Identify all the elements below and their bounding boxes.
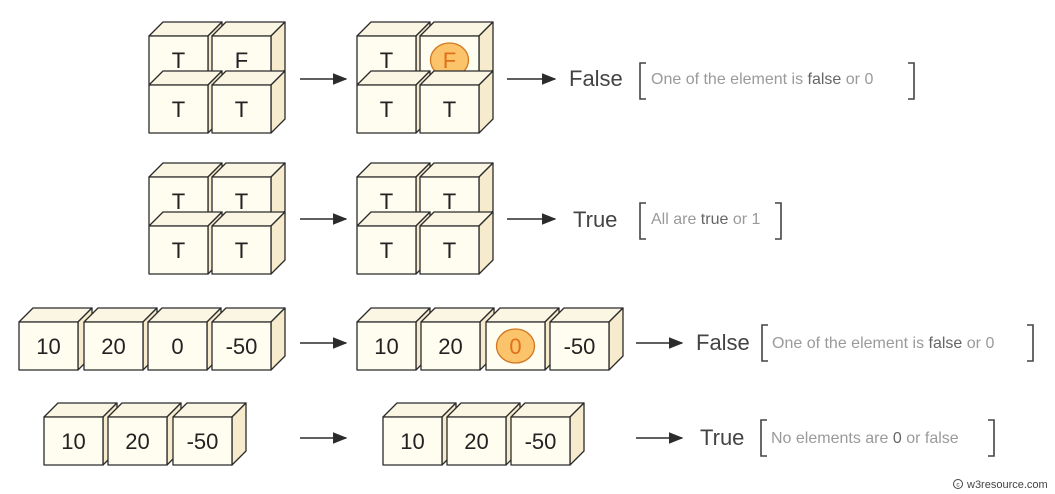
cube-label: -50 (187, 429, 219, 454)
cube: -50 (172, 402, 247, 466)
note-text: No elements are 0 or false (771, 430, 959, 447)
note-bracket-left (760, 419, 767, 457)
cube-label: T (172, 189, 185, 214)
cube-label: 20 (101, 334, 125, 359)
note-bracket-right (775, 202, 782, 240)
row-2-output-grid: T T T T (356, 162, 494, 275)
cube: 20 (83, 307, 158, 371)
note-bracket-right (988, 419, 995, 457)
cube: -50 (211, 307, 286, 371)
note-text: One of the element is false or 0 (772, 335, 994, 352)
result-label: True (700, 425, 744, 450)
cube: 20 (107, 402, 182, 466)
row-3: 10 20 0 -50 10 20 0 -50 False One of the… (18, 307, 1034, 371)
cube-label: 10 (61, 429, 85, 454)
cube-label: T (172, 97, 185, 122)
copyright-icon-letter: c (956, 482, 960, 489)
cube-label: F (443, 48, 456, 73)
cube-label: T (380, 189, 393, 214)
cube: 10 (43, 402, 118, 466)
result-label: True (573, 207, 617, 232)
cube: T (148, 70, 223, 134)
cube-label: T (235, 238, 248, 263)
note-bracket-left (639, 62, 646, 100)
cube-label: T (235, 97, 248, 122)
cube-label: T (380, 97, 393, 122)
row-4: 10 20 -50 10 20 -50 True No elements are… (43, 402, 995, 466)
cube-label: -50 (564, 334, 596, 359)
cube: 0 (147, 307, 222, 371)
cube: 10 (356, 307, 431, 371)
cube-label: T (235, 189, 248, 214)
cube-label: F (235, 48, 248, 73)
row-3-output-row: 10 20 0 -50 (356, 307, 624, 371)
row-1: T F T T T F T T False One of the element… (148, 21, 915, 134)
note-bracket-left (639, 202, 646, 240)
cube-label: 0 (171, 334, 183, 359)
cube-label: 10 (36, 334, 60, 359)
result-label: False (696, 330, 750, 355)
cube-label: 0 (509, 334, 521, 359)
cube: T (211, 211, 286, 275)
cube: T (419, 211, 494, 275)
row-2-input-grid: T T T T (148, 162, 286, 275)
cube-label: T (380, 238, 393, 263)
cube-label: 20 (125, 429, 149, 454)
cube: T (148, 211, 223, 275)
cube-label: -50 (525, 429, 557, 454)
cube-label: T (443, 97, 456, 122)
cube-label: T (172, 238, 185, 263)
cube-highlighted: 0 (485, 307, 560, 371)
copyright-icon (953, 479, 963, 489)
note-bracket-left (761, 324, 768, 362)
cube: 10 (382, 402, 457, 466)
cube: 10 (18, 307, 93, 371)
row-4-input-row: 10 20 -50 (43, 402, 247, 466)
watermark-text: w3resource.com (966, 479, 1048, 491)
cube-label: 10 (374, 334, 398, 359)
cube: -50 (510, 402, 585, 466)
cube: T (211, 70, 286, 134)
note-bracket-right (908, 62, 915, 100)
cube: T (356, 70, 431, 134)
cube-label: -50 (226, 334, 258, 359)
cube: T (356, 211, 431, 275)
cube: -50 (549, 307, 624, 371)
cube-label: 10 (400, 429, 424, 454)
cube-label: 20 (464, 429, 488, 454)
cube: T (419, 70, 494, 134)
cube: 20 (420, 307, 495, 371)
row-4-output-row: 10 20 -50 (382, 402, 585, 466)
cube-label: T (380, 48, 393, 73)
result-label: False (569, 66, 623, 91)
cube-label: T (172, 48, 185, 73)
cube-label: T (443, 238, 456, 263)
note-text: All are true or 1 (651, 211, 760, 228)
row-3-input-row: 10 20 0 -50 (18, 307, 286, 371)
cube-label: 20 (438, 334, 462, 359)
row-2: T T T T T T T T True All are true or 1 (148, 162, 782, 275)
note-text: One of the element is false or 0 (651, 71, 873, 88)
row-1-output-grid: T F T T (356, 21, 494, 134)
row-1-input-grid: T F T T (148, 21, 286, 134)
cube-label: T (443, 189, 456, 214)
cube: 20 (446, 402, 521, 466)
note-bracket-right (1027, 324, 1034, 362)
watermark: c w3resource.com (953, 479, 1048, 491)
